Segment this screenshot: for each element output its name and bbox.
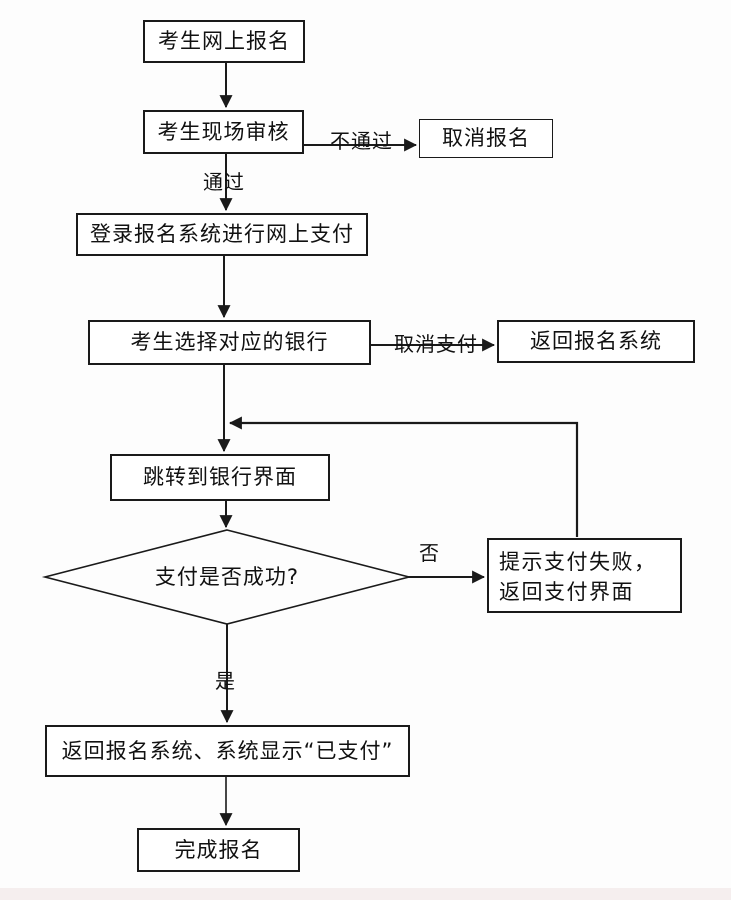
edge-label-no: 否 xyxy=(419,541,440,565)
node-return-system-label: 返回报名系统 xyxy=(530,329,662,354)
node-select-bank: 考生选择对应的银行 xyxy=(88,320,371,365)
node-cancel-register: 取消报名 xyxy=(419,119,553,158)
node-onsite-review: 考生现场审核 xyxy=(143,110,304,154)
node-login-pay-label: 登录报名系统进行网上支付 xyxy=(90,222,354,247)
edge-label-cancel-pay: 取消支付 xyxy=(394,332,478,356)
node-pay-failed-label: 提示支付失败，返回支付界面 xyxy=(499,550,657,605)
edge-label-not-pass: 不通过 xyxy=(330,129,393,153)
node-jump-bank: 跳转到银行界面 xyxy=(110,454,330,501)
decision-diamond-shape xyxy=(41,529,413,625)
node-pay-failed: 提示支付失败，返回支付界面 xyxy=(487,538,682,613)
node-return-paid: 返回报名系统、系统显示“已支付” xyxy=(45,725,410,777)
edge-payfailed-loop xyxy=(228,416,579,537)
node-jump-bank-label: 跳转到银行界面 xyxy=(143,465,297,490)
node-return-system: 返回报名系统 xyxy=(497,320,695,363)
edge-label-yes: 是 xyxy=(215,669,236,693)
node-complete-label: 完成报名 xyxy=(174,837,263,862)
node-pay-success-label: 支付是否成功? xyxy=(154,565,300,589)
node-online-register-label: 考生网上报名 xyxy=(158,29,290,54)
edge-label-pass: 通过 xyxy=(203,170,245,194)
node-complete: 完成报名 xyxy=(137,828,300,872)
node-cancel-register-label: 取消报名 xyxy=(442,126,530,151)
bottom-artifact-strip xyxy=(0,888,731,900)
node-return-paid-label: 返回报名系统、系统显示“已支付” xyxy=(61,738,394,763)
node-login-pay: 登录报名系统进行网上支付 xyxy=(76,213,368,256)
node-select-bank-label: 考生选择对应的银行 xyxy=(130,330,329,355)
node-online-register: 考生网上报名 xyxy=(143,20,305,63)
node-onsite-review-label: 考生现场审核 xyxy=(157,119,290,144)
